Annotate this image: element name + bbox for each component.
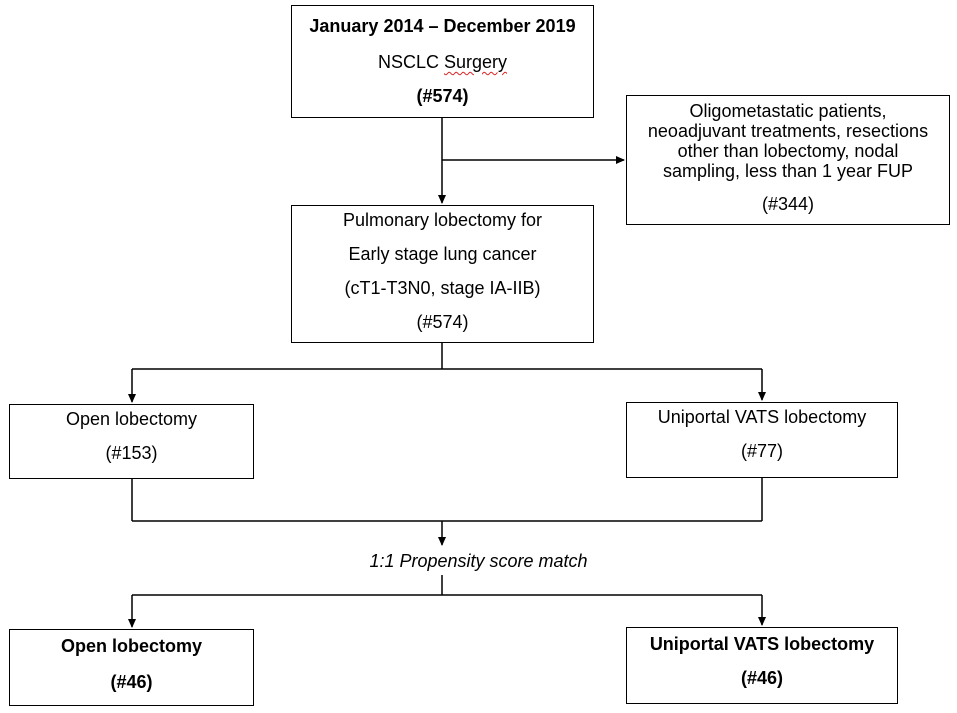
excluded-line: Oligometastatic patients, <box>689 101 887 121</box>
cohort-count: (#574) <box>416 312 469 332</box>
open-label: Open lobectomy <box>65 409 198 429</box>
start-box: January 2014 – December 2019 NSCLC Surge… <box>291 5 594 118</box>
open-count: (#153) <box>105 443 158 463</box>
open-box: Open lobectomy (#153) <box>9 404 254 479</box>
start-subtitle-plain: NSCLC <box>377 52 439 72</box>
cohort-line: Pulmonary lobectomy for <box>342 210 543 230</box>
excluded-line: other than lobectomy, nodal <box>677 141 899 161</box>
cohort-box: Pulmonary lobectomy for Early stage lung… <box>291 205 594 343</box>
vats-box: Uniportal VATS lobectomy (#77) <box>626 402 898 478</box>
vats-label: Uniportal VATS lobectomy <box>657 407 867 427</box>
start-title: January 2014 – December 2019 <box>309 16 576 36</box>
cohort-line: (cT1-T3N0, stage IA-IIB) <box>344 278 541 298</box>
open-matched-box: Open lobectomy (#46) <box>9 629 254 706</box>
cohort-line: Early stage lung cancer <box>348 244 537 264</box>
excluded-box: Oligometastatic patients, neoadjuvant tr… <box>626 95 950 225</box>
vats-matched-box: Uniportal VATS lobectomy (#46) <box>626 627 898 704</box>
open-matched-count: (#46) <box>110 672 153 692</box>
vats-matched-label: Uniportal VATS lobectomy <box>649 634 875 654</box>
match-label: 1:1 Propensity score match <box>369 551 588 571</box>
excluded-count: (#344) <box>761 194 815 214</box>
open-matched-label: Open lobectomy <box>60 636 203 656</box>
excluded-line: sampling, less than 1 year FUP <box>662 161 914 181</box>
start-subtitle-marked: Surgery <box>444 52 508 72</box>
start-subtitle: NSCLC Surgery <box>292 52 593 73</box>
start-count: (#574) <box>416 86 469 106</box>
vats-count: (#77) <box>740 441 784 461</box>
excluded-line: neoadjuvant treatments, resections <box>647 121 929 141</box>
vats-matched-count: (#46) <box>740 668 784 688</box>
